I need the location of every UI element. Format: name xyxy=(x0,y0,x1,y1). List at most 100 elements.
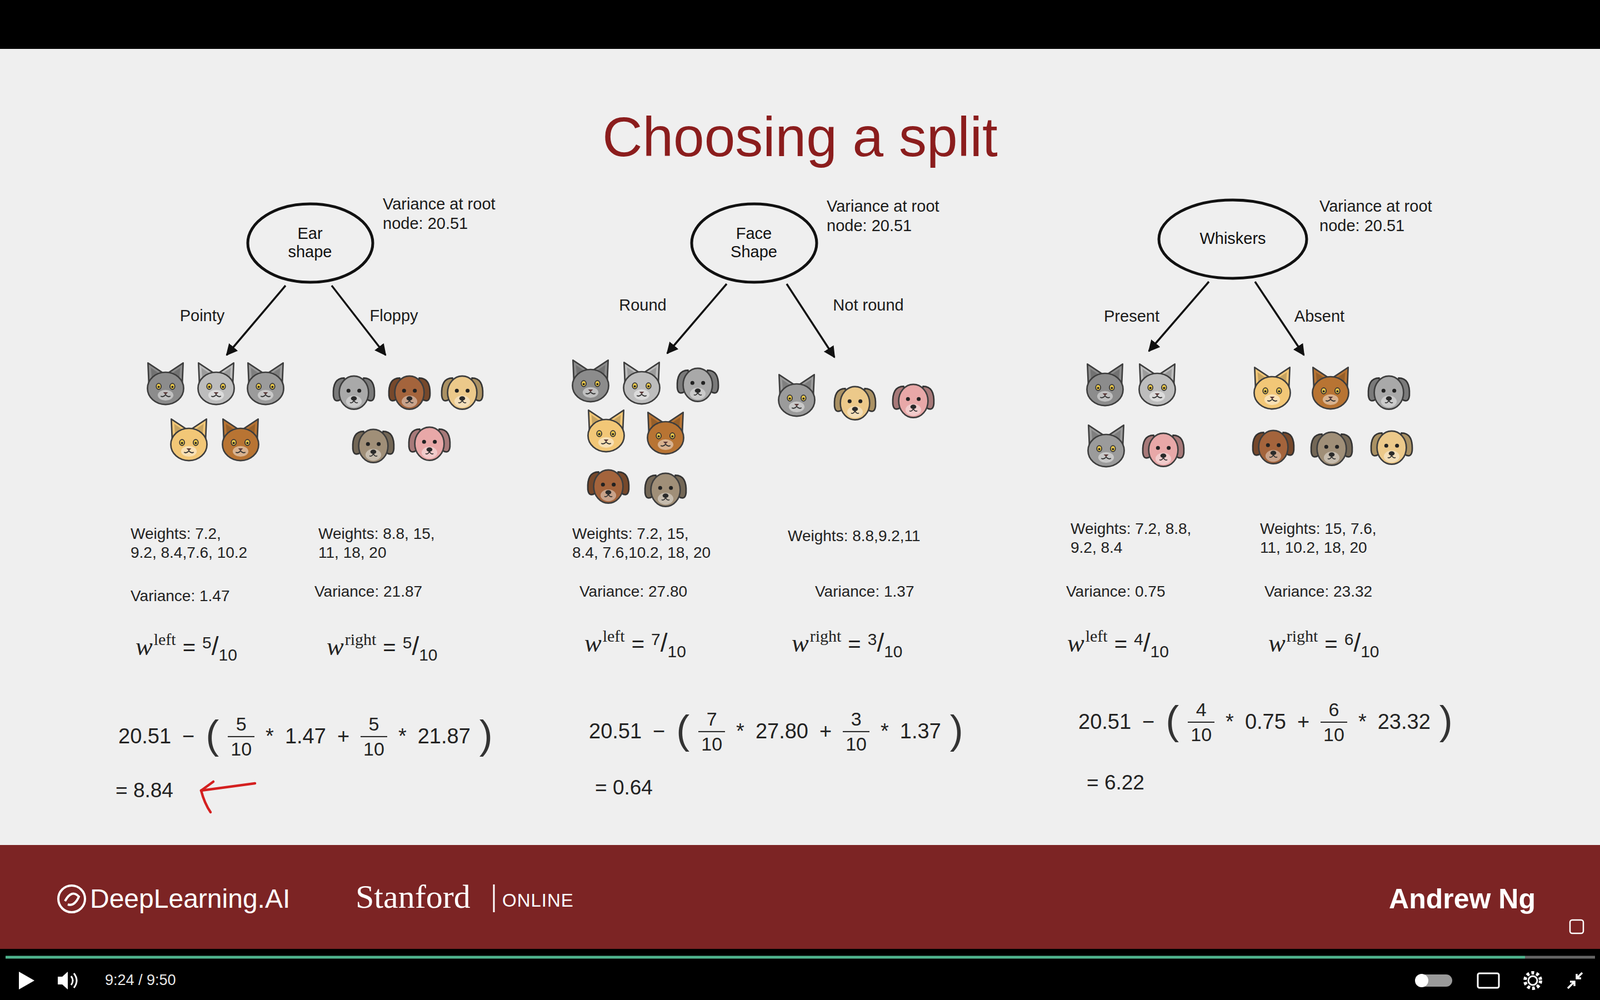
weight-formula: wright=6/10 xyxy=(1268,630,1380,657)
minus-sign: − xyxy=(1142,710,1155,734)
cat-icon xyxy=(778,374,815,417)
animal-icons xyxy=(147,360,1413,507)
fraction-denominator: 10 xyxy=(418,646,438,664)
dog-icon xyxy=(1311,432,1353,466)
weight-formula: wleft=7/10 xyxy=(584,630,687,657)
weight-superscript: left xyxy=(153,631,177,648)
parenthesis: ) xyxy=(950,709,964,750)
equals-sign: = xyxy=(631,632,645,655)
dog-icon xyxy=(1142,433,1184,467)
branch-arrow xyxy=(667,283,727,354)
branch-variance-value: 1.37 xyxy=(900,720,942,744)
brand-name: ONLINE xyxy=(502,889,574,912)
root-variance-value: 20.51 xyxy=(588,720,642,744)
branch-variance: Variance: 23.32 xyxy=(1264,582,1373,602)
feature-node: Whiskers xyxy=(1157,198,1309,280)
weight-symbol: w xyxy=(326,633,344,660)
branch-label: Pointy xyxy=(180,306,225,326)
weight-symbol: w xyxy=(791,630,809,657)
ellipse-outline xyxy=(1158,200,1307,279)
fraction-denominator: 10 xyxy=(883,643,903,660)
multiply-sign: * xyxy=(1225,710,1234,734)
fraction-numerator: 5 xyxy=(202,634,212,652)
fraction-slash: / xyxy=(660,630,668,656)
fraction-numerator: 6 xyxy=(1320,698,1348,723)
branch-variance: Variance: 1.37 xyxy=(815,582,915,602)
plus-sign: + xyxy=(819,720,832,744)
dog-icon xyxy=(333,376,375,410)
plus-sign: + xyxy=(1297,710,1310,734)
letterbox-top xyxy=(0,0,1600,49)
exit-fullscreen-icon xyxy=(1567,972,1583,989)
node-text-stack: Ear shape xyxy=(282,224,338,262)
cat-icon xyxy=(197,362,234,405)
branch-arrow xyxy=(786,283,835,358)
branch-label: Round xyxy=(618,295,667,315)
fraction-slash: / xyxy=(1143,630,1151,656)
branch-variance-value: 21.87 xyxy=(417,725,471,749)
node-label: Whiskers xyxy=(1199,229,1266,248)
fraction-denominator: 10 xyxy=(227,737,255,760)
weights-list: Weights: 7.2, 15, 8.4, 7.6,10.2, 18, 20 xyxy=(572,524,716,562)
cat-icon xyxy=(647,412,684,454)
fraction-denominator: 10 xyxy=(667,643,687,660)
multiply-sign: * xyxy=(265,725,274,749)
autoplay-toggle xyxy=(1415,973,1453,988)
dog-icon xyxy=(1371,431,1413,465)
weight-formula: wleft=5/10 xyxy=(135,633,238,660)
deeplearning-logo xyxy=(58,885,85,913)
weight-superscript: right xyxy=(810,627,842,645)
fraction-denominator: 10 xyxy=(698,732,725,755)
captions-icon xyxy=(1477,973,1499,988)
weights-list: Weights: 7.2, 8.8, 9.2, 8.4 xyxy=(1070,519,1204,557)
fraction-slash: / xyxy=(211,633,219,659)
fraction-denominator: 10 xyxy=(1187,722,1215,746)
root-variance-value: 20.51 xyxy=(1078,710,1132,734)
branch-arrow xyxy=(226,285,286,355)
weight-formula: wright=5/10 xyxy=(326,633,438,660)
scan-icon xyxy=(1570,920,1584,934)
fraction-denominator: 10 xyxy=(1320,722,1348,746)
cat-icon xyxy=(170,418,207,461)
cat-icon xyxy=(222,418,259,461)
weight-formula: wleft=4/10 xyxy=(1067,630,1169,657)
dog-icon xyxy=(408,427,450,461)
node-label: Face Shape xyxy=(726,224,782,262)
red-pointer-arrow xyxy=(201,781,255,813)
cat-icon xyxy=(247,362,284,405)
branch-label: Not round xyxy=(832,295,904,315)
branch-variance: Variance: 1.47 xyxy=(130,586,230,606)
volume-icon xyxy=(57,971,77,990)
weight-symbol: w xyxy=(1067,630,1085,657)
cat-icon xyxy=(587,410,624,452)
node-text-stack: Whiskers xyxy=(1199,229,1266,248)
weights-list: Weights: 8.8, 15, 11, 18, 20 xyxy=(318,524,447,562)
weight-superscript: left xyxy=(602,627,625,645)
branch-arrows xyxy=(226,281,1304,358)
fraction-numerator: 7 xyxy=(698,708,725,733)
root-variance-note: Variance at root node: 20.51 xyxy=(826,196,960,236)
slide-background xyxy=(0,48,1600,845)
progress-played xyxy=(5,956,1525,959)
settings-icon xyxy=(1525,972,1541,989)
dog-icon xyxy=(645,473,687,507)
cat-icon xyxy=(1138,363,1175,406)
fraction-numerator: 5 xyxy=(402,634,413,652)
fraction-denominator: 10 xyxy=(1150,643,1169,660)
multiply-sign: * xyxy=(1358,710,1367,734)
cat-icon xyxy=(1312,367,1349,409)
weight-superscript: right xyxy=(345,631,377,648)
parenthesis: ( xyxy=(676,709,690,750)
plus-sign: + xyxy=(337,725,350,749)
feature-node: Face Shape xyxy=(690,202,819,284)
cat-icon xyxy=(623,362,660,404)
fraction-numerator: 3 xyxy=(867,631,878,648)
cat-icon xyxy=(572,360,609,402)
fraction-denominator: 10 xyxy=(360,737,388,760)
ellipse-outline xyxy=(247,203,373,283)
fraction: 710 xyxy=(698,708,725,755)
fraction-numerator: 7 xyxy=(651,631,661,648)
multiply-sign: * xyxy=(736,720,745,744)
weight-formula: wright=3/10 xyxy=(791,630,903,657)
root-variance-value: 20.51 xyxy=(118,725,172,749)
